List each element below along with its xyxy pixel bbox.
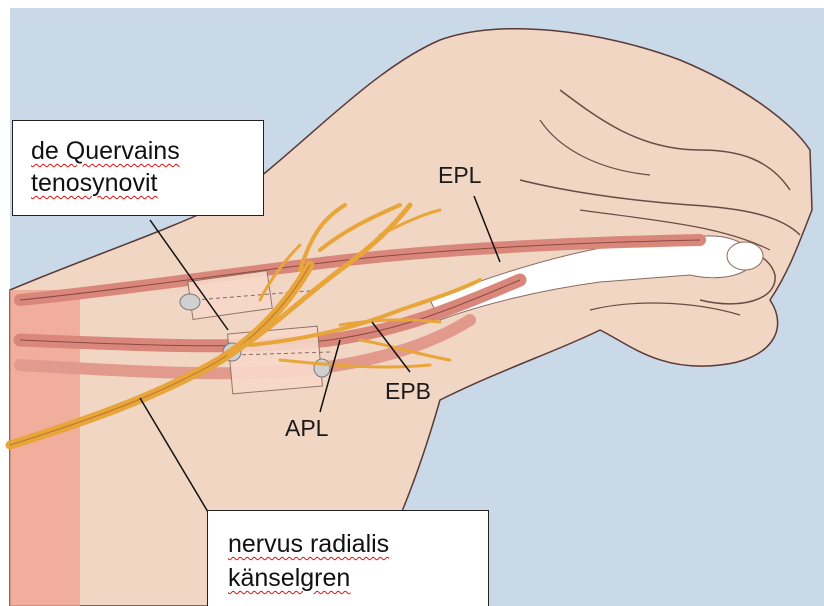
label-apl: APL <box>285 415 328 442</box>
callout-nerve-line2: känselgren <box>228 561 468 595</box>
callout-quervain-line1: de Quervains <box>31 135 245 167</box>
label-epb: EPB <box>385 378 431 405</box>
label-epl: EPL <box>438 162 481 189</box>
callout-quervain-line2: tenosynovit <box>31 167 245 199</box>
callout-nerve: nervus radialis känselgren <box>207 510 489 606</box>
callout-quervain: de Quervains tenosynovit <box>12 120 264 216</box>
callout-nerve-line1: nervus radialis <box>228 527 468 561</box>
